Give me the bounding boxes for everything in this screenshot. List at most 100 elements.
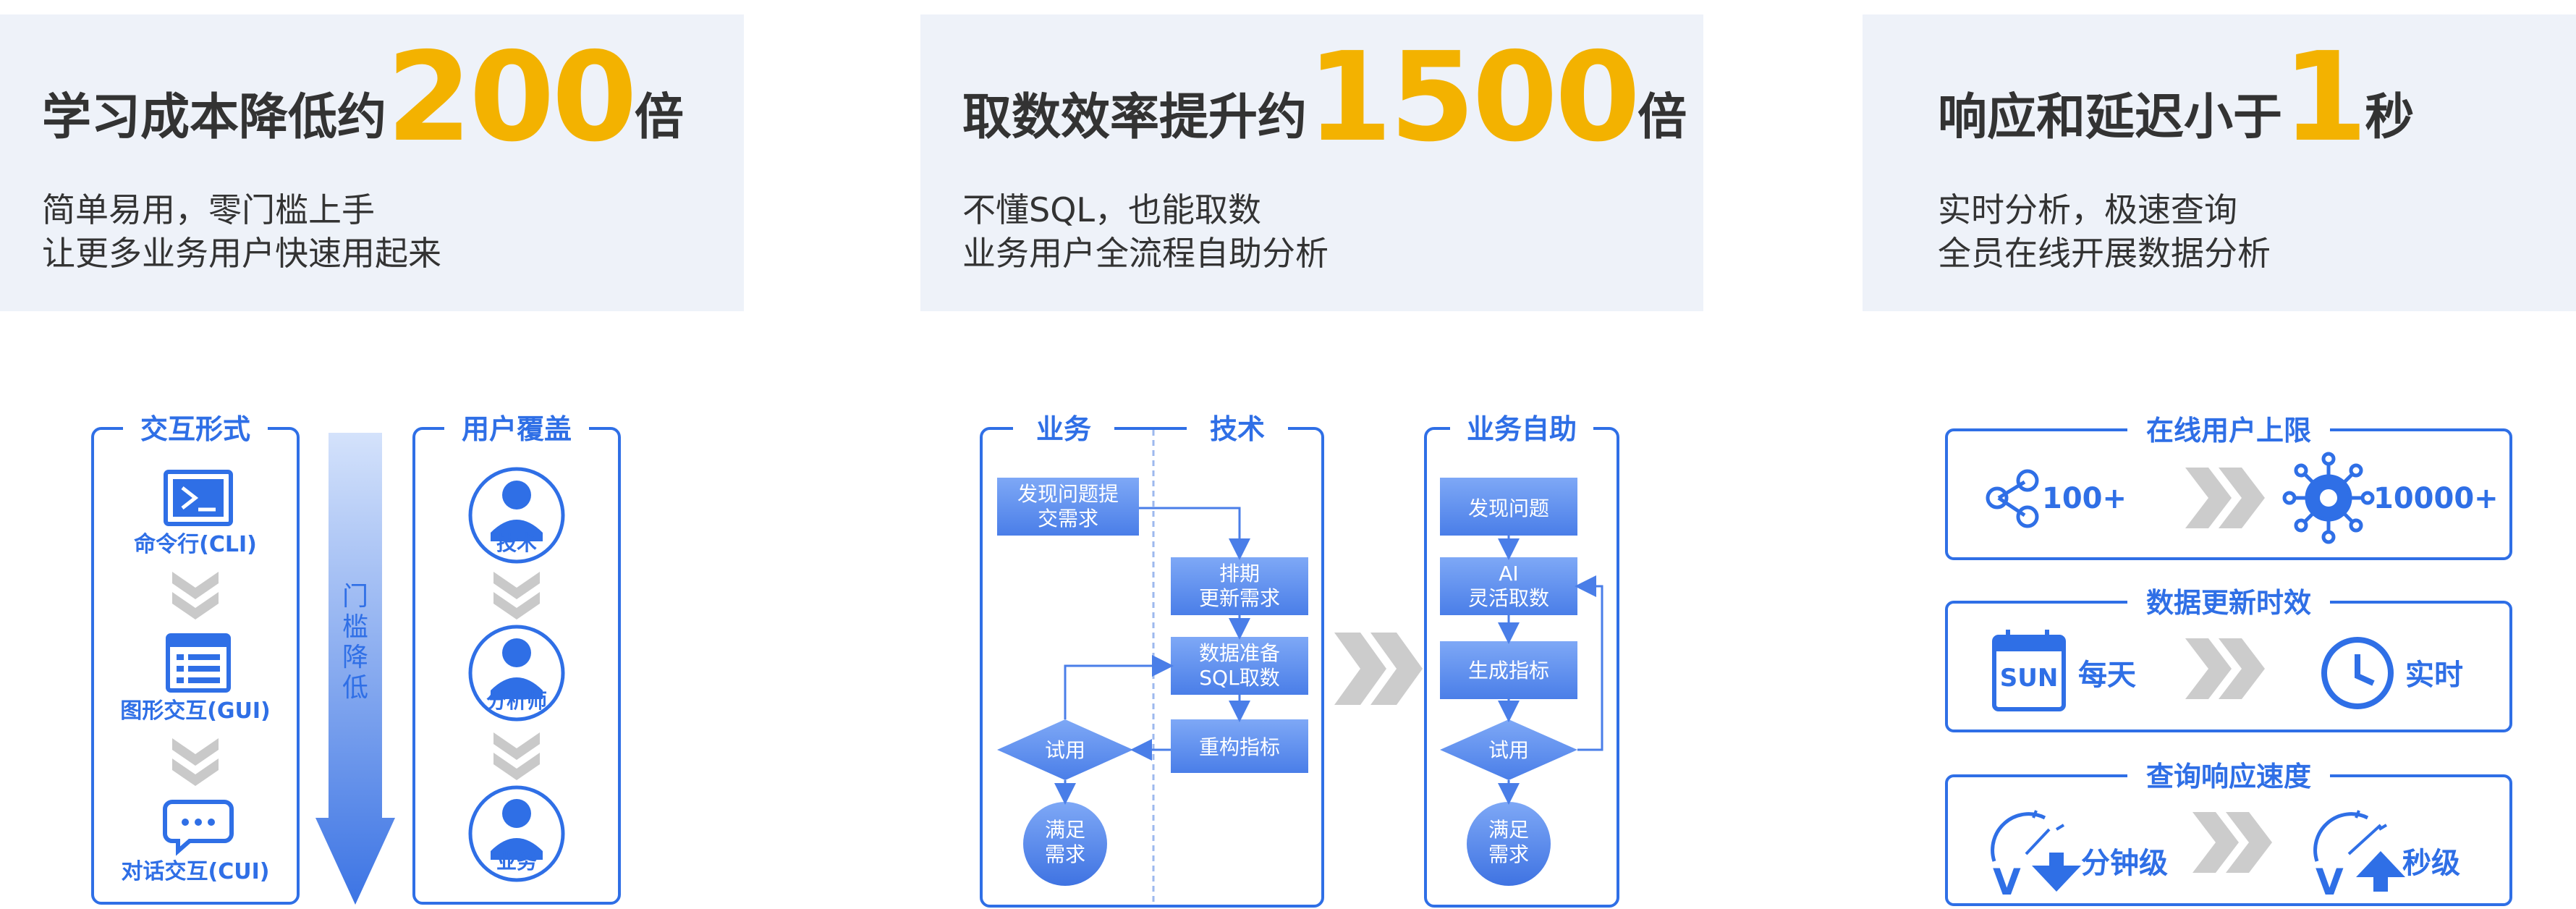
step-submit-request: [997, 478, 1139, 536]
headline-suffix: 倍: [634, 89, 684, 146]
step-text: 灵活取数: [1468, 586, 1549, 610]
step-text: 更新需求: [1199, 586, 1280, 610]
step-text: AI: [1499, 562, 1518, 585]
user-avatar-icon: 分析师: [468, 625, 565, 722]
card-query-efficiency: 取数效率提升约1500倍 不懂SQL，也能取数 业务用户全流程自助分析: [920, 14, 1703, 311]
chat-bubble-icon: [163, 800, 234, 856]
subtext-line: 让更多业务用户快速用起来: [42, 234, 441, 273]
update-to-value: 实时: [2405, 659, 2463, 692]
subtext-line: 实时分析，极速查询: [1938, 190, 2237, 229]
panel-online-users: 在线用户上限 100+ 10000+: [1945, 411, 2512, 560]
speed-up-icon: V: [2313, 810, 2405, 903]
threshold-label: 门 槛 降 低: [342, 582, 368, 703]
gauge-letter: V: [2316, 861, 2344, 903]
window-icon: [166, 633, 231, 693]
headline-prefix: 取数效率提升约: [962, 89, 1308, 146]
user-avatar-icon: 技术: [468, 467, 565, 564]
threshold-char-4: 低: [342, 673, 368, 703]
headline-prefix: 学习成本降低约: [42, 89, 387, 146]
speed-down-icon: V: [1991, 810, 2081, 903]
step-text: 试用: [1045, 738, 1085, 762]
chevron-down-icon: [172, 572, 219, 620]
query-title: 查询响应速度: [2146, 761, 2311, 792]
card-learning-cost: 学习成本降低约200倍 简单易用，零门槛上手 让更多业务用户快速用起来: [0, 14, 744, 311]
headline-number: 1: [2282, 26, 2368, 169]
card-subtext: 简单易用，零门槛上手 让更多业务用户快速用起来: [42, 188, 441, 275]
threshold-down-arrow: [315, 433, 395, 905]
panel-query-speed: 查询响应速度 V 分钟级 V 秒级: [1945, 757, 2512, 906]
step-text: 数据准备: [1199, 641, 1280, 665]
step-satisfied-circle: [1023, 802, 1107, 886]
headline-number: 1500: [1307, 26, 1640, 169]
users-to-value: 10000+: [2373, 482, 2499, 515]
connector-arrow: [1064, 655, 1174, 719]
panel-user-coverage: 用户覆盖 技术 分析师 业务: [412, 410, 621, 905]
step-satisfied-circle: [1467, 802, 1551, 886]
step-text: 试用: [1488, 738, 1529, 762]
clock-icon: [2321, 637, 2394, 709]
chevron-right-icon: [2185, 468, 2265, 528]
gauge-letter: V: [1993, 861, 2021, 903]
step-text: 满足: [1488, 818, 1529, 842]
card-headline: 取数效率提升约1500倍: [962, 36, 1687, 159]
chevron-right-icon: [2192, 812, 2272, 873]
step-schedule: [1171, 557, 1308, 615]
update-from-value: 每天: [2078, 659, 2136, 692]
threshold-char-3: 降: [342, 643, 368, 672]
headline-suffix: 倍: [1637, 89, 1687, 146]
terminal-icon: [164, 470, 233, 526]
selfservice-title: 业务自助: [1467, 413, 1577, 445]
step-ai-query: [1440, 557, 1577, 615]
step-text: SQL取数: [1199, 666, 1279, 690]
headline-number: 200: [386, 26, 637, 169]
query-to-value: 秒级: [2402, 847, 2460, 880]
card-headline: 响应和延迟小于1秒: [1938, 36, 2414, 159]
share-nodes-icon: [1986, 469, 2039, 528]
card-response-latency: 响应和延迟小于1秒 实时分析，极速查询 全员在线开展数据分析: [1863, 14, 2576, 311]
chevron-right-icon: [2185, 638, 2265, 699]
update-title: 数据更新时效: [2146, 587, 2311, 619]
users-title: 在线用户上限: [2146, 415, 2311, 447]
business-title: 业务: [1036, 413, 1091, 445]
mode-label: 图形交互(GUI): [120, 698, 271, 724]
step-text: 发现问题: [1468, 496, 1549, 520]
step-text: 排期: [1219, 562, 1260, 585]
user-role-label: 分析师: [486, 689, 547, 713]
threshold-char-1: 门: [342, 582, 368, 612]
panel-selfservice-flow: 业务自助 发现问题 AI 灵活取数 生成指标 试用 满足 需求: [1424, 410, 1619, 908]
connector-arrow: [1575, 575, 1603, 751]
step-text: 满足: [1045, 818, 1085, 842]
connector-arrow: [1139, 507, 1250, 560]
chevron-down-icon: [493, 572, 540, 620]
subtext-line: 不懂SQL，也能取数: [962, 190, 1262, 229]
card-headline: 学习成本降低约200倍: [42, 36, 684, 159]
user-role-label: 业务: [496, 850, 537, 874]
users-from-value: 100+: [2042, 482, 2127, 515]
interaction-title: 交互形式: [140, 413, 250, 445]
step-trial-diamond: [997, 719, 1133, 780]
step-rebuild-metric: [1171, 719, 1308, 773]
user-avatar-icon: 业务: [468, 785, 565, 882]
step-discover: [1440, 478, 1577, 536]
panel-traditional-flow: 业务 技术 发现问题提 交需求 排期 更新需求 数据准备 SQL取数 重构指标 …: [980, 410, 1324, 908]
step-generate-metric: [1440, 641, 1577, 699]
calendar-icon: SUN: [1992, 630, 2066, 711]
step-data-prep: [1171, 637, 1308, 695]
user-role-label: 技术: [496, 531, 537, 555]
subtext-line: 业务用户全流程自助分析: [962, 234, 1329, 273]
chevron-down-icon: [172, 738, 219, 786]
step-trial-diamond: [1440, 719, 1577, 780]
subtext-line: 简单易用，零门槛上手: [42, 190, 375, 229]
panel-data-update: 数据更新时效 SUN 每天 实时: [1945, 583, 2512, 732]
chevron-down-icon: [493, 732, 540, 780]
query-from-value: 分钟级: [2081, 847, 2168, 880]
step-text: 交需求: [1038, 507, 1098, 530]
mode-label: 对话交互(CUI): [122, 859, 270, 884]
headline-suffix: 秒: [2365, 89, 2415, 146]
threshold-char-2: 槛: [342, 612, 368, 642]
step-text: 需求: [1488, 842, 1529, 866]
step-text: 发现问题提: [1017, 482, 1119, 506]
tech-title: 技术: [1210, 413, 1265, 445]
mode-label: 命令行(CLI): [134, 532, 257, 557]
